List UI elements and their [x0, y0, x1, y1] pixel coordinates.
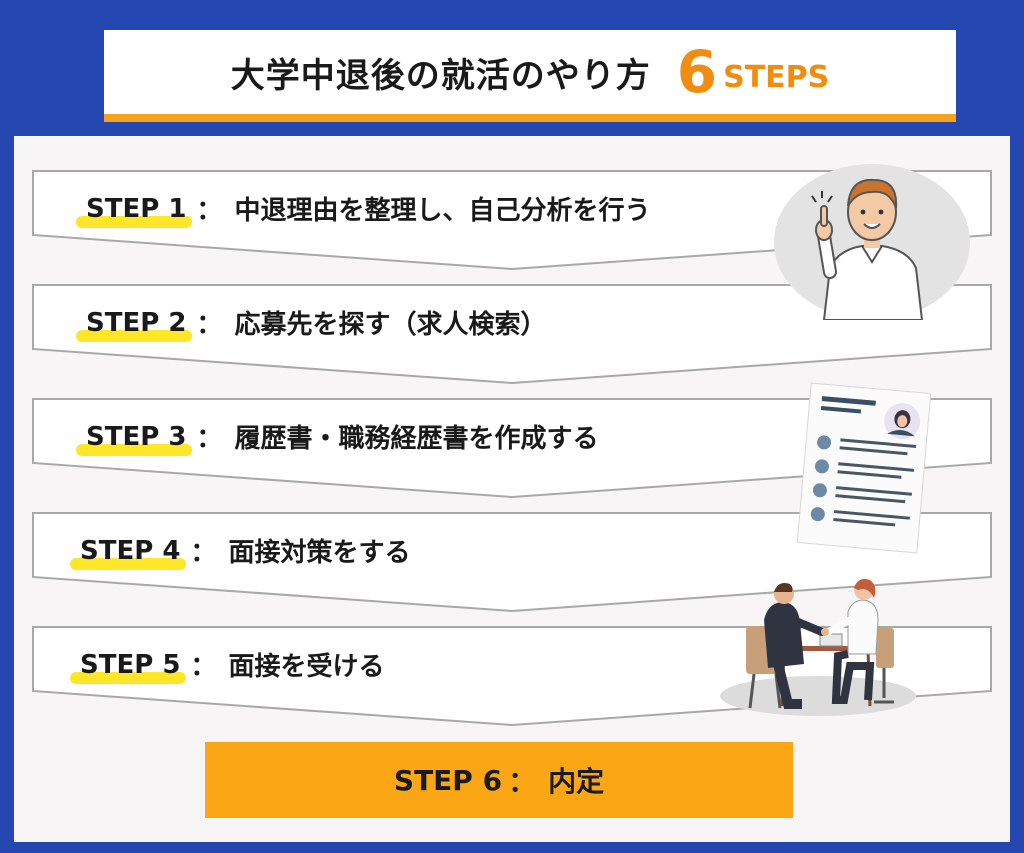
step-2-row: STEP 2 ： 応募先を探す（求人検索）	[32, 284, 992, 384]
page-title: 大学中退後の就活のやり方	[230, 55, 651, 96]
step-2-sep: ：	[196, 310, 223, 340]
step-5-label: STEP 5 ： 面接を受ける	[70, 646, 385, 684]
step-2-text: 応募先を探す（求人検索）	[234, 310, 547, 340]
steps-count: 6	[676, 38, 718, 106]
final-step-box: STEP 6 ： 内定	[205, 742, 793, 818]
final-step-sep: ：	[508, 765, 537, 798]
step-5-sep: ：	[190, 652, 217, 682]
step-4-number: STEP 4	[70, 536, 187, 570]
step-5-text: 面接を受ける	[228, 652, 385, 682]
step-3-row: STEP 3 ： 履歴書・職務経歴書を作成する	[32, 398, 992, 498]
step-1-text: 中退理由を整理し、自己分析を行う	[234, 196, 651, 226]
step-3-label: STEP 3 ： 履歴書・職務経歴書を作成する	[76, 418, 599, 456]
step-4-sep: ：	[190, 538, 217, 568]
step-1-number: STEP 1	[76, 194, 193, 228]
step-2-label: STEP 2 ： 応募先を探す（求人検索）	[76, 304, 547, 342]
step-3-text: 履歴書・職務経歴書を作成する	[234, 424, 599, 454]
step-4-label: STEP 4 ： 面接対策をする	[70, 532, 411, 570]
final-step-text: 内定	[548, 765, 605, 798]
steps-word: STEPS	[723, 59, 830, 95]
step-1-label: STEP 1 ： 中退理由を整理し、自己分析を行う	[76, 190, 651, 228]
step-1-row: STEP 1 ： 中退理由を整理し、自己分析を行う	[32, 170, 992, 270]
step-4-text: 面接対策をする	[228, 538, 411, 568]
resume-document-illustration	[796, 382, 932, 554]
pointing-man-illustration	[774, 164, 970, 320]
step-1-sep: ：	[196, 196, 223, 226]
step-1-chevron	[32, 170, 992, 270]
job-interview-illustration	[720, 579, 916, 716]
step-5-number: STEP 5	[70, 650, 187, 684]
step-3-sep: ：	[196, 424, 223, 454]
step-3-number: STEP 3	[76, 422, 193, 456]
step-2-number: STEP 2	[76, 308, 193, 342]
title-banner: 大学中退後の就活のやり方 6 STEPS	[104, 30, 956, 122]
final-step-number: STEP 6	[393, 763, 503, 797]
